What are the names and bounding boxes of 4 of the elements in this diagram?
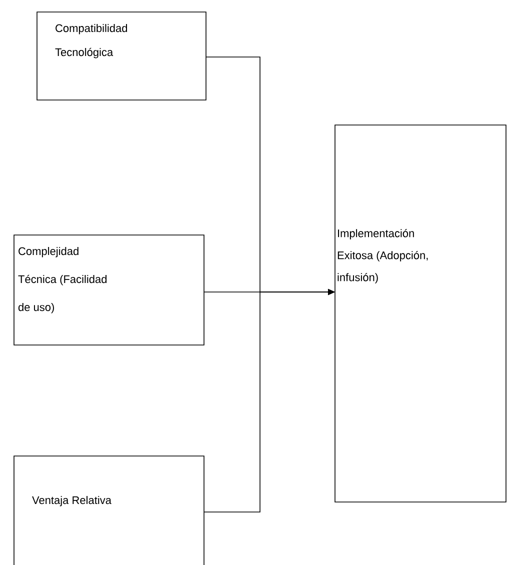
text-box: Complejidad Técnica (Facilidad de uso) — [14, 234, 204, 346]
text-box: Implementación Exitosa (Adopción, infusión) — [334, 124, 506, 502]
text-box: Compatibilidad Tecnológica — [36, 12, 206, 100]
text-box: Ventaja Relativa — [14, 456, 204, 565]
